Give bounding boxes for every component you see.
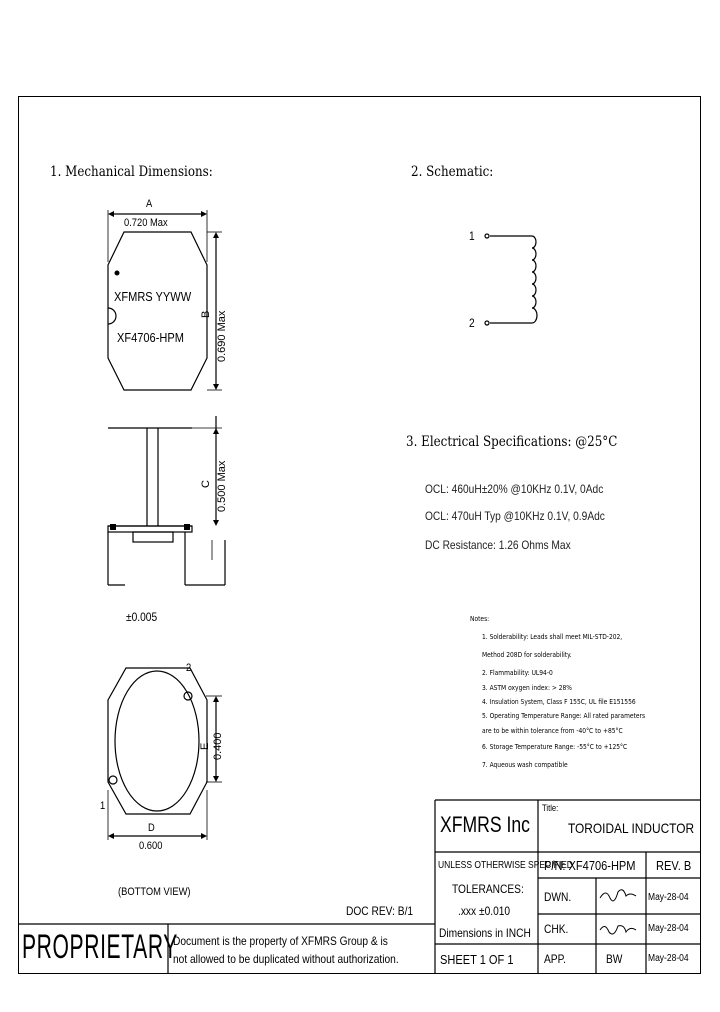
part-number: P/N: XF4706-HPM <box>544 858 636 873</box>
note-item: 5. Operating Temperature Range: All rate… <box>482 712 646 720</box>
spec-line2: OCL: 470uH Typ @10KHz 0.1V, 0.9Adc <box>425 509 605 523</box>
checked-label: CHK. <box>544 922 569 936</box>
note-item: Method 208D for solderability. <box>482 651 572 659</box>
revision: REV. B <box>656 858 692 873</box>
note-item: 1. Solderability: Leads shall meet MIL-S… <box>482 633 623 641</box>
drawn-signature <box>599 889 637 902</box>
drawing-title: TOROIDAL INDUCTOR <box>568 820 695 836</box>
bottom-pin2-label: 2 <box>186 662 192 674</box>
dim-d-letter: D <box>148 822 155 834</box>
spec-line1: OCL: 460uH±20% @10KHz 0.1V, 0Adc <box>425 482 604 496</box>
proprietary-label: PROPRIETARY <box>22 928 178 966</box>
schematic-title: 2. Schematic: <box>411 164 494 180</box>
notch <box>107 307 117 325</box>
bottom-pin1-label: 1 <box>100 800 106 812</box>
checked-signature <box>599 925 637 935</box>
dim-e-letter: E <box>199 742 211 750</box>
title-label: Title: <box>542 803 559 813</box>
pin-tolerance: ±0.005 <box>126 610 158 624</box>
drawn-label: DWN. <box>544 890 572 904</box>
proprietary-text-line1: Document is the property of XFMRS Group … <box>173 934 388 948</box>
doc-rev: DOC REV: B/1 <box>346 904 414 918</box>
tolerances-label: TOLERANCES: <box>452 882 524 896</box>
bottom-view-label: (BOTTOM VIEW) <box>118 886 191 898</box>
notes-heading: Notes: <box>470 615 490 623</box>
drawn-date: May-28-04 <box>648 892 689 903</box>
approved-name: BW <box>606 952 623 966</box>
core-ellipse <box>114 670 200 812</box>
note-item: 2. Flammability: UL94-0 <box>482 669 553 677</box>
dim-a-letter: A <box>146 198 153 210</box>
dim-e-value: 0.400 <box>212 732 224 760</box>
approved-label: APP. <box>544 952 566 966</box>
note-item: are to be within tolerance from -40°C to… <box>482 727 623 735</box>
dim-b-letter: B <box>200 310 212 318</box>
note-item: 4. Insulation System, Class F 155C, UL f… <box>482 698 636 706</box>
dim-c-letter: C <box>200 480 212 488</box>
note-item: 6. Storage Temperature Range: -55°C to +… <box>482 743 628 751</box>
electrical-title: 3. Electrical Specifications: @25°C <box>406 434 618 450</box>
bottom-view-outline <box>107 667 208 815</box>
unless-specified: UNLESS OTHERWISE SPECIFIED <box>438 860 573 871</box>
dim-d-value: 0.600 <box>139 840 163 852</box>
top-view-outline <box>107 231 208 391</box>
drawing-sheet <box>18 96 701 974</box>
dim-b-value: 0.690 Max <box>216 310 228 362</box>
part-marking-line2: XF4706-HPM <box>117 330 184 345</box>
dimensions-unit: Dimensions in INCH <box>439 926 531 940</box>
schematic-pin1: 1 <box>469 229 475 243</box>
part-marking-line1: XFMRS YYWW <box>114 289 192 304</box>
dim-c-value: 0.500 Max <box>216 460 228 512</box>
note-item: 3. ASTM oxygen index: > 28% <box>482 684 572 692</box>
note-item: 7. Aqueous wash compatible <box>482 761 568 769</box>
proprietary-text-line2: not allowed to be duplicated without aut… <box>173 952 399 966</box>
spec-line3: DC Resistance: 1.26 Ohms Max <box>425 538 571 552</box>
approved-date: May-28-04 <box>648 953 689 964</box>
tolerance-value: .xxx ±0.010 <box>458 904 511 918</box>
mechanical-title: 1. Mechanical Dimensions: <box>50 164 213 180</box>
company-name: XFMRS Inc <box>440 812 530 837</box>
checked-date: May-28-04 <box>648 923 689 934</box>
schematic-pin2: 2 <box>469 316 475 330</box>
inductor-coil <box>531 235 538 324</box>
sheet-number: SHEET 1 OF 1 <box>440 952 514 967</box>
dim-a-value: 0.720 Max <box>124 217 168 229</box>
